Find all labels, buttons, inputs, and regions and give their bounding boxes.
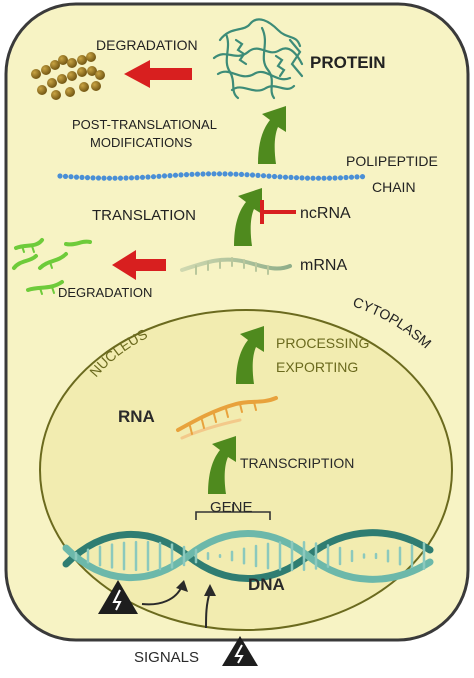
protein-structure: [212, 18, 304, 100]
label-dna: DNA: [248, 575, 285, 594]
peptide-bead: [354, 174, 360, 180]
peptide-bead: [178, 172, 184, 178]
label-signals: SIGNALS: [134, 649, 200, 666]
label-polipeptide-line1: POLIPEPTIDE: [346, 153, 438, 169]
peptide-bead: [167, 173, 173, 179]
peptide-bead: [145, 174, 151, 180]
peptide-bead: [62, 173, 69, 179]
peptide-bead: [200, 171, 206, 177]
peptide-bead: [293, 175, 300, 181]
peptide-bead: [271, 173, 278, 180]
label-processing: PROCESSING: [276, 335, 370, 351]
degraded-mrna-fragments: [12, 238, 92, 295]
nucleus: [39, 309, 453, 631]
peptide-bead: [205, 171, 212, 177]
peptide-bead: [73, 174, 80, 180]
label-ptm-line2: MODIFICATIONS: [90, 135, 193, 150]
peptide-bead: [90, 175, 96, 181]
peptide-bead: [172, 172, 179, 178]
peptide-bead: [277, 174, 283, 180]
peptide-bead: [304, 175, 311, 181]
polipeptide-chain: [57, 171, 366, 181]
translation-arrow: [234, 188, 262, 246]
peptide-bead: [128, 175, 135, 181]
label-translation: TRANSLATION: [92, 207, 196, 224]
peptide-bead: [211, 171, 217, 177]
peptide-bead: [150, 174, 157, 180]
ptm-arrow: [258, 106, 286, 164]
peptide-bead: [112, 175, 118, 181]
peptide-bead: [255, 172, 261, 178]
peptide-bead: [139, 174, 146, 180]
signal-warning-icon: [98, 580, 138, 614]
peptide-bead: [337, 175, 344, 181]
mrna-strand: [180, 257, 292, 275]
label-rna: RNA: [118, 407, 155, 426]
peptide-bead: [117, 175, 124, 181]
peptide-bead: [84, 175, 91, 181]
peptide-bead: [134, 175, 140, 181]
dna-double-helix: [62, 529, 434, 583]
label-ptm-line1: POST-TRANSLATIONAL: [72, 117, 217, 132]
peptide-bead: [79, 174, 85, 180]
peptide-bead: [183, 172, 190, 178]
gene-bracket: [195, 504, 271, 520]
peptide-bead: [326, 175, 333, 181]
label-degradation-top: DEGRADATION: [96, 37, 198, 53]
label-ncrna: ncRNA: [300, 205, 351, 222]
peptide-bead: [216, 171, 223, 177]
peptide-bead: [68, 174, 74, 180]
peptide-bead: [359, 174, 366, 180]
peptide-bead: [57, 173, 63, 179]
peptide-bead: [123, 175, 129, 181]
peptide-bead: [227, 171, 234, 177]
processing-arrow: [236, 326, 264, 384]
mrna-degradation-arrow: [112, 250, 166, 280]
peptide-bead: [161, 173, 168, 179]
protein-degradation-arrow: [124, 60, 192, 88]
rna-strand: [176, 396, 278, 440]
label-transcription: TRANSCRIPTION: [240, 455, 355, 471]
peptide-bead: [266, 173, 272, 179]
peptide-bead: [260, 173, 267, 179]
peptide-bead: [244, 172, 250, 178]
peptide-bead: [310, 175, 316, 181]
label-gene: GENE: [210, 499, 253, 516]
amino-acid-fragments: [31, 52, 105, 100]
peptide-bead: [101, 175, 107, 181]
peptide-bead: [315, 175, 322, 181]
signals-warning-icon: [222, 636, 258, 666]
peptide-bead: [321, 175, 327, 181]
peptide-bead: [282, 174, 289, 180]
peptide-bead: [233, 171, 239, 177]
peptide-bead: [249, 172, 256, 178]
peptide-bead: [288, 174, 294, 180]
peptide-bead: [238, 171, 245, 177]
label-exporting: EXPORTING: [276, 359, 359, 375]
label-polipeptide-line2: CHAIN: [372, 179, 416, 195]
peptide-bead: [343, 174, 349, 181]
signal-arrows: [141, 580, 216, 629]
peptide-bead: [189, 171, 195, 177]
peptide-bead: [194, 171, 201, 177]
peptide-bead: [348, 174, 355, 180]
label-protein: PROTEIN: [310, 53, 386, 72]
peptide-bead: [222, 171, 228, 177]
ncrna-inhibition-symbol: [260, 200, 296, 224]
label-mrna: mRNA: [300, 257, 348, 274]
transcription-arrow: [208, 436, 236, 494]
peptide-bead: [156, 173, 162, 179]
label-degradation-bottom: DEGRADATION: [58, 285, 153, 300]
peptide-bead: [332, 175, 338, 181]
peptide-bead: [95, 175, 102, 181]
peptide-bead: [106, 175, 113, 181]
peptide-bead: [299, 175, 305, 181]
